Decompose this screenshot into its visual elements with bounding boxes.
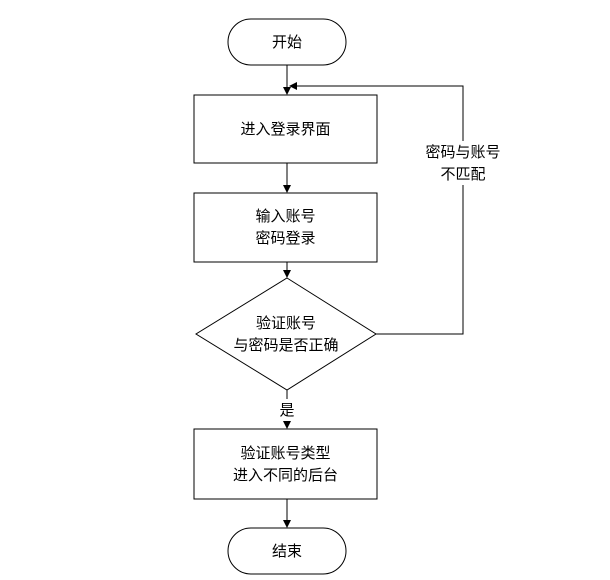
start-label: 开始	[228, 31, 346, 53]
login-screen-box	[193, 94, 378, 164]
end-text: 结束	[271, 542, 302, 560]
mismatch-text-line1: 密码与账号	[425, 143, 501, 161]
route-text-line2: 进入不同的后台	[232, 466, 338, 484]
route-label: 验证账号类型 进入不同的后台	[194, 442, 377, 486]
input-text-line1: 输入账号	[255, 207, 316, 225]
login-screen-text: 进入登录界面	[240, 120, 331, 138]
verify-text-line2: 与密码是否正确	[233, 336, 339, 354]
edge-mismatch-loop	[289, 82, 464, 335]
input-label: 输入账号 密码登录	[194, 205, 377, 249]
input-text-line2: 密码登录	[255, 229, 316, 247]
route-text-line1: 验证账号类型	[240, 444, 331, 462]
input-box	[193, 192, 378, 263]
login-screen-label: 进入登录界面	[194, 118, 377, 140]
yes-text: 是	[279, 401, 295, 419]
verify-text-line1: 验证账号	[255, 314, 316, 332]
route-box	[193, 428, 378, 500]
mismatch-label: 密码与账号 不匹配	[408, 141, 518, 185]
end-terminal	[227, 527, 347, 575]
end-label: 结束	[228, 540, 346, 562]
start-text: 开始	[271, 33, 302, 51]
verify-label: 验证账号 与密码是否正确	[196, 312, 376, 356]
yes-label: 是	[272, 399, 302, 421]
mismatch-text-line2: 不匹配	[440, 165, 486, 183]
